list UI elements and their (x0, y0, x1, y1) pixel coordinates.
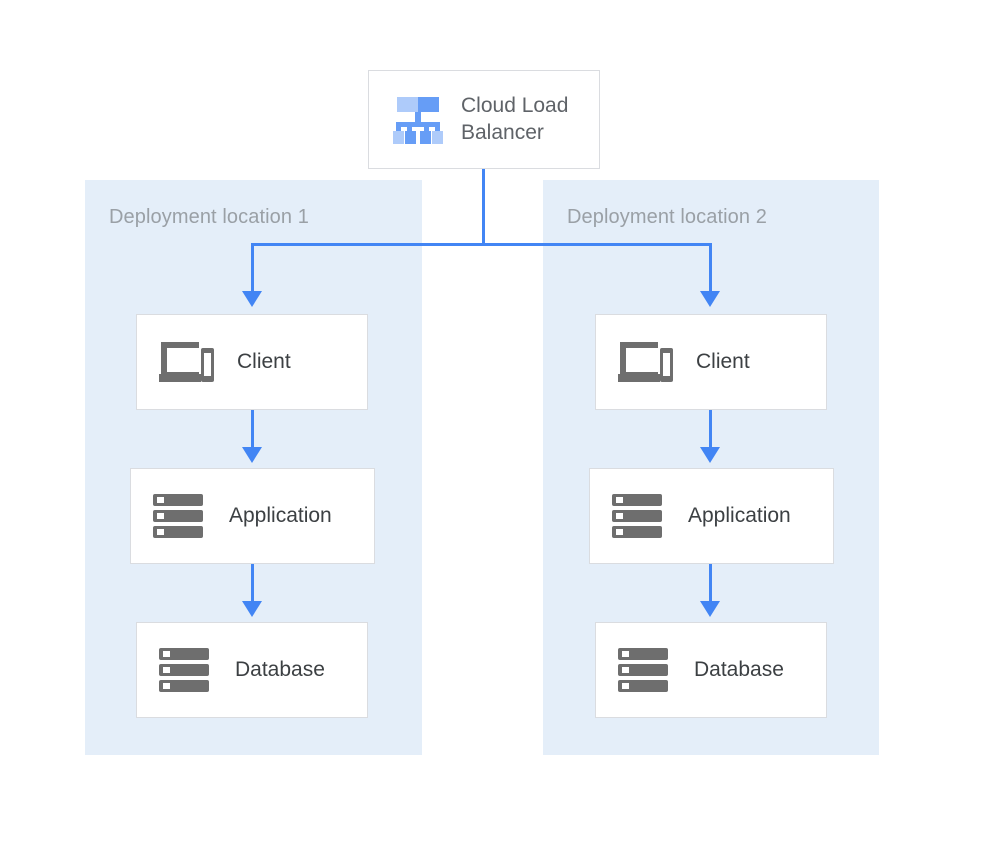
server-icon (159, 648, 209, 692)
arrowhead-app-1-to-db-1 (242, 601, 262, 617)
node-application-zone-2-label: Application (688, 504, 791, 527)
node-client-zone-2-label: Client (696, 350, 750, 373)
connector-client-1-to-app-1 (251, 410, 254, 447)
server-icon (153, 494, 203, 538)
cloud-load-balancer-icon (393, 96, 443, 144)
connector-app-2-to-db-2 (709, 564, 712, 601)
node-database-zone-2-label: Database (694, 658, 784, 681)
devices-icon (618, 342, 673, 382)
zone-2-label: Deployment location 2 (567, 206, 767, 228)
connector-client-2-to-app-2 (709, 410, 712, 447)
node-cloud-load-balancer[interactable]: Cloud Load Balancer (368, 70, 600, 169)
arrowhead-client-2-to-app-2 (700, 447, 720, 463)
node-client-zone-1-label: Client (237, 350, 291, 373)
node-database-zone-2[interactable]: Database (595, 622, 827, 718)
connector-lb-bus (251, 243, 712, 246)
devices-icon (159, 342, 214, 382)
node-application-zone-1-label: Application (229, 504, 332, 527)
server-icon (618, 648, 668, 692)
connector-lb-to-client-2 (709, 243, 712, 291)
connector-lb-trunk (482, 169, 485, 245)
connector-lb-to-client-1 (251, 243, 254, 291)
node-database-zone-1-label: Database (235, 658, 325, 681)
arrowhead-lb-to-client-1 (242, 291, 262, 307)
node-application-zone-1[interactable]: Application (130, 468, 375, 564)
arrowhead-app-2-to-db-2 (700, 601, 720, 617)
node-cloud-load-balancer-label: Cloud Load Balancer (461, 94, 569, 144)
node-client-zone-1[interactable]: Client (136, 314, 368, 410)
connector-app-1-to-db-1 (251, 564, 254, 601)
arrowhead-lb-to-client-2 (700, 291, 720, 307)
node-application-zone-2[interactable]: Application (589, 468, 834, 564)
node-database-zone-1[interactable]: Database (136, 622, 368, 718)
node-client-zone-2[interactable]: Client (595, 314, 827, 410)
arrowhead-client-1-to-app-1 (242, 447, 262, 463)
server-icon (612, 494, 662, 538)
zone-1-label: Deployment location 1 (109, 206, 309, 228)
